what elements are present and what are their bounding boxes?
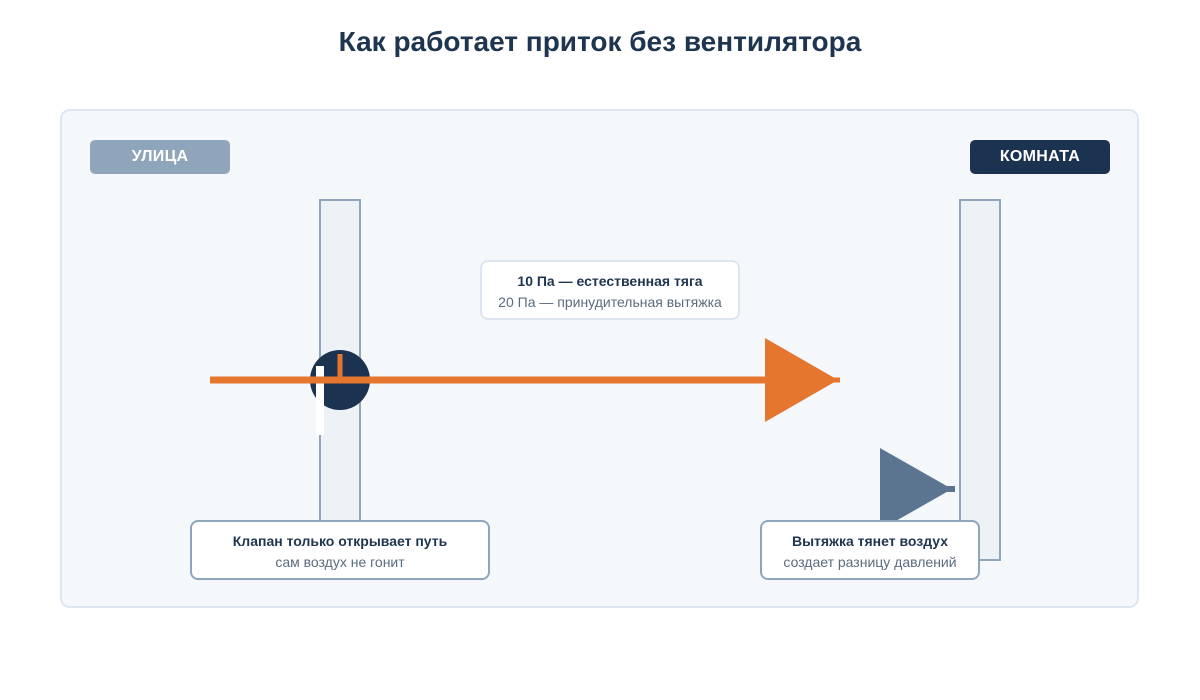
extract-note: Вытяжка тянет воздух создает разницу дав… <box>760 520 980 580</box>
extract-note-line1: Вытяжка тянет воздух <box>791 533 949 549</box>
pressure-note-line1: 10 Па — естественная тяга <box>517 273 703 289</box>
room-label: КОМНАТА <box>970 140 1110 174</box>
page-title: Как работает приток без вентилятора <box>338 26 862 57</box>
valve-note: Клапан только открывает путь сам воздух … <box>190 520 490 580</box>
pressure-note-line2: 20 Па — принудительная вытяжка <box>498 294 722 310</box>
street-label: УЛИЦА <box>90 140 230 174</box>
inner-wall <box>959 199 1001 561</box>
valve-note-line1: Клапан только открывает путь <box>232 533 448 549</box>
extract-arrow-icon <box>880 448 955 530</box>
valve-note-line2: сам воздух не гонит <box>275 554 405 570</box>
extract-note-line2: создает разницу давлений <box>783 554 957 570</box>
pressure-note: 10 Па — естественная тяга 20 Па — принуд… <box>480 260 740 320</box>
airflow-arrow-icon <box>210 338 840 422</box>
